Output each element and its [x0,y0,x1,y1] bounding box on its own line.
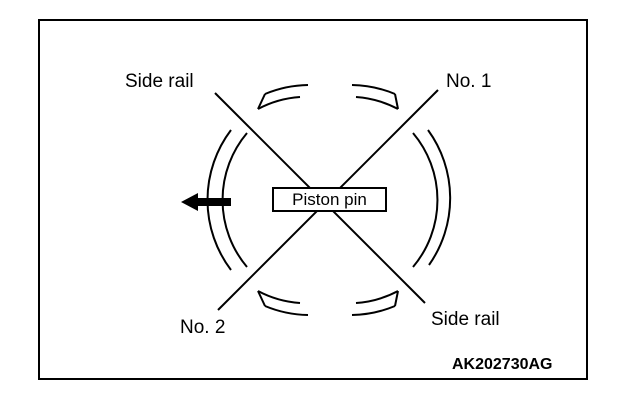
ring-arc-inner-bottom [257,290,301,304]
arrow-left-icon [181,193,231,211]
figure-frame [38,19,588,380]
ring-arc-outer-top-right [351,84,396,95]
figure-code-label: AK202730AG [452,356,553,373]
no2-ring-label: No. 2 [180,317,226,338]
ring-arc-outer-bottom-right [351,305,396,316]
ring-arc-outer-top [264,84,309,95]
ring-arc-inner-bottom-right [355,290,399,304]
ring-arc-inner-top-right [355,96,399,110]
side-rail-bottom-label: Side rail [431,309,500,330]
ring-arc-outer-right [427,129,452,266]
ring-arc-inner-right [412,132,439,268]
piston-pin-label: Piston pin [272,187,387,212]
ring-arc-outer-bottom [264,305,309,316]
no1-ring-label: No. 1 [446,71,492,92]
side-rail-top-label: Side rail [125,71,194,92]
ring-arc-inner-top [257,96,301,110]
